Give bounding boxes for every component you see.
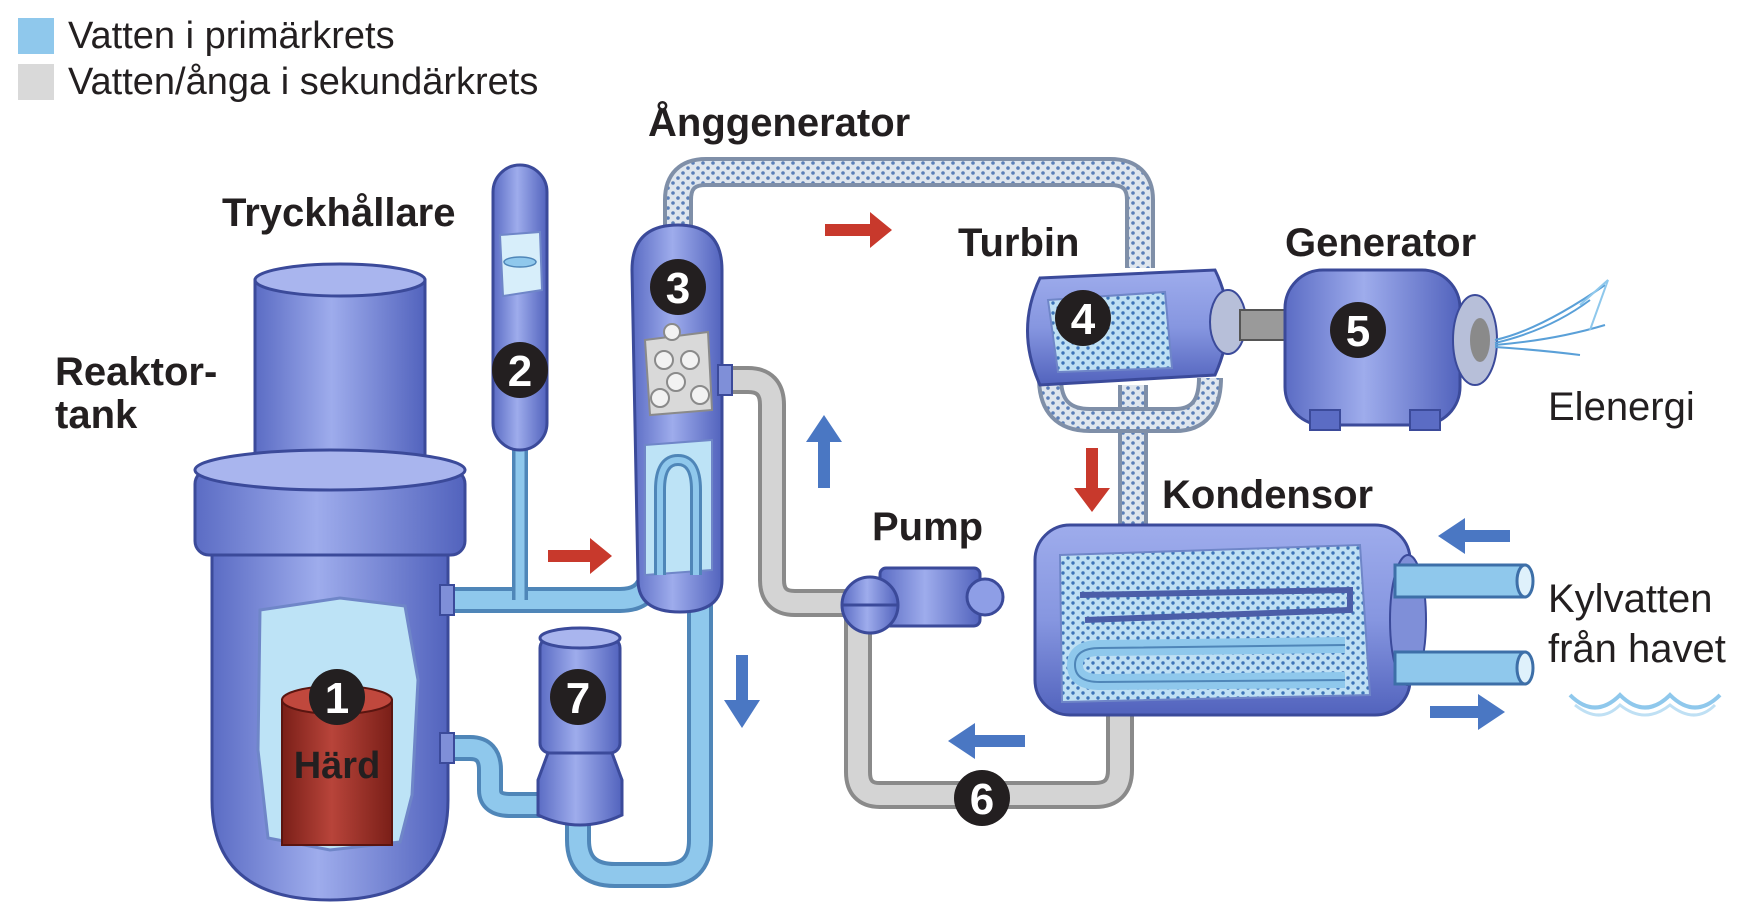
steam-generator — [630, 223, 733, 614]
sea-waves — [1568, 692, 1722, 717]
legend-primary-label: Vatten i primärkrets — [68, 15, 395, 57]
marker-1: 1 — [309, 669, 365, 725]
flow-arrows — [548, 212, 1510, 759]
label-core: Härd — [294, 745, 381, 787]
label-steam-generator: Ånggenerator — [648, 100, 910, 145]
arrow-red-right-1 — [548, 538, 612, 574]
marker-6: 6 — [954, 770, 1010, 826]
condenser — [1033, 523, 1427, 717]
svg-text:4: 4 — [1071, 295, 1096, 344]
pressurizer — [491, 163, 549, 452]
electricity-lines — [1494, 279, 1609, 356]
label-turbine: Turbin — [958, 221, 1079, 265]
legend-primary: Vatten i primärkrets — [18, 14, 395, 58]
generator — [1283, 268, 1498, 431]
marker-4: 4 — [1055, 290, 1111, 346]
label-pump: Pump — [872, 505, 983, 549]
label-condenser: Kondensor — [1162, 473, 1373, 517]
feedwater-pump — [840, 566, 1005, 635]
svg-text:5: 5 — [1346, 307, 1370, 356]
svg-text:1: 1 — [325, 674, 349, 723]
svg-text:6: 6 — [970, 775, 994, 824]
arrow-red-down — [1074, 448, 1110, 512]
marker-2: 2 — [492, 342, 548, 398]
legend-primary-swatch — [18, 18, 54, 54]
arrow-blue-up — [806, 415, 842, 488]
label-electricity: Elenergi — [1548, 385, 1695, 429]
label-generator: Generator — [1285, 221, 1476, 265]
condenser-cutaway — [1058, 543, 1372, 704]
arrow-blue-left-condensate — [948, 723, 1025, 759]
arrow-blue-down — [724, 655, 760, 728]
cooling-water-pipes — [1393, 563, 1535, 686]
legend-secondary-swatch — [18, 64, 54, 100]
coolant-pump — [536, 626, 624, 827]
arrow-red-right-2 — [825, 212, 892, 248]
marker-3: 3 — [650, 259, 706, 315]
reactor-vessel — [193, 262, 467, 902]
arrow-blue-right-cooling-out — [1430, 694, 1505, 730]
number-markers: 1 2 3 4 5 6 7 — [309, 259, 1386, 826]
feedwater-pipe — [725, 366, 860, 617]
secondary-loop — [663, 157, 1223, 809]
svg-text:2: 2 — [508, 347, 532, 396]
svg-text:3: 3 — [666, 264, 690, 313]
marker-5: 5 — [1330, 302, 1386, 358]
legend-secondary: Vatten/ånga i sekundärkrets — [18, 60, 538, 104]
marker-7: 7 — [550, 669, 606, 725]
svg-text:7: 7 — [566, 674, 590, 723]
arrow-blue-left-cooling-in — [1438, 518, 1510, 554]
label-pressurizer: Tryckhållare — [222, 191, 456, 235]
label-reactor-line1: Reaktor- — [55, 350, 217, 394]
legend-secondary-label: Vatten/ånga i sekundärkrets — [68, 61, 539, 103]
label-cooling-line2: från havet — [1548, 627, 1726, 671]
label-cooling-line1: Kylvatten — [1548, 577, 1713, 621]
label-reactor-line2: tank — [55, 393, 138, 437]
